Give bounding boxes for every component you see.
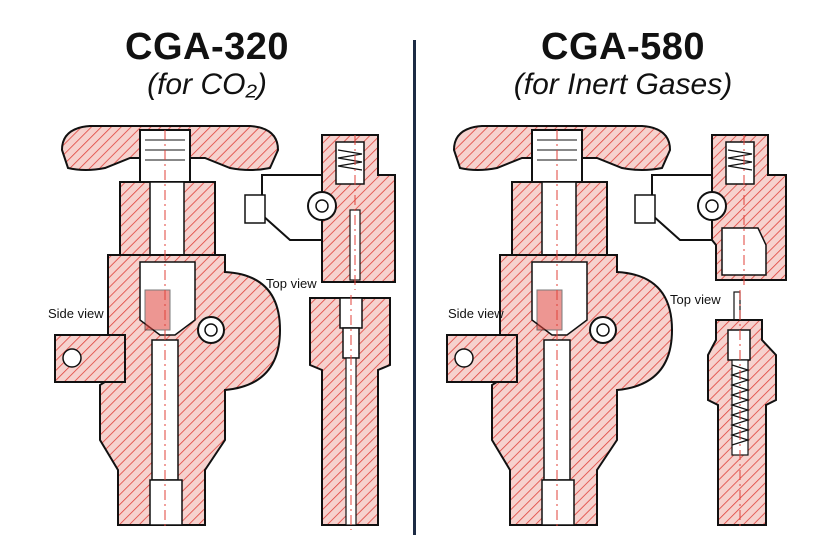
panel-title: CGA-320 (125, 26, 289, 68)
outlet-port (589, 316, 617, 344)
side-view-label: Side view (448, 306, 504, 321)
side-outlet (446, 334, 518, 383)
panel-subtitle: (for Inert Gases) (513, 68, 733, 101)
panel-subtitle: (for CO₂) (147, 68, 267, 101)
outlet-port (197, 316, 225, 344)
cga-320-valve-drawing (54, 125, 396, 530)
side-outlet (54, 334, 126, 383)
cga-320-panel: CGA-320 (for CO₂) (0, 0, 414, 555)
top-view-label: Top view (266, 276, 317, 291)
panel-divider (413, 40, 416, 535)
cga-580-panel: CGA-580 (for Inert Gases) (416, 0, 830, 555)
top-view-label: Top view (670, 292, 721, 307)
side-view-label: Side view (48, 306, 104, 321)
panel-title: CGA-580 (541, 26, 705, 68)
cga-580-valve-drawing (446, 125, 787, 530)
